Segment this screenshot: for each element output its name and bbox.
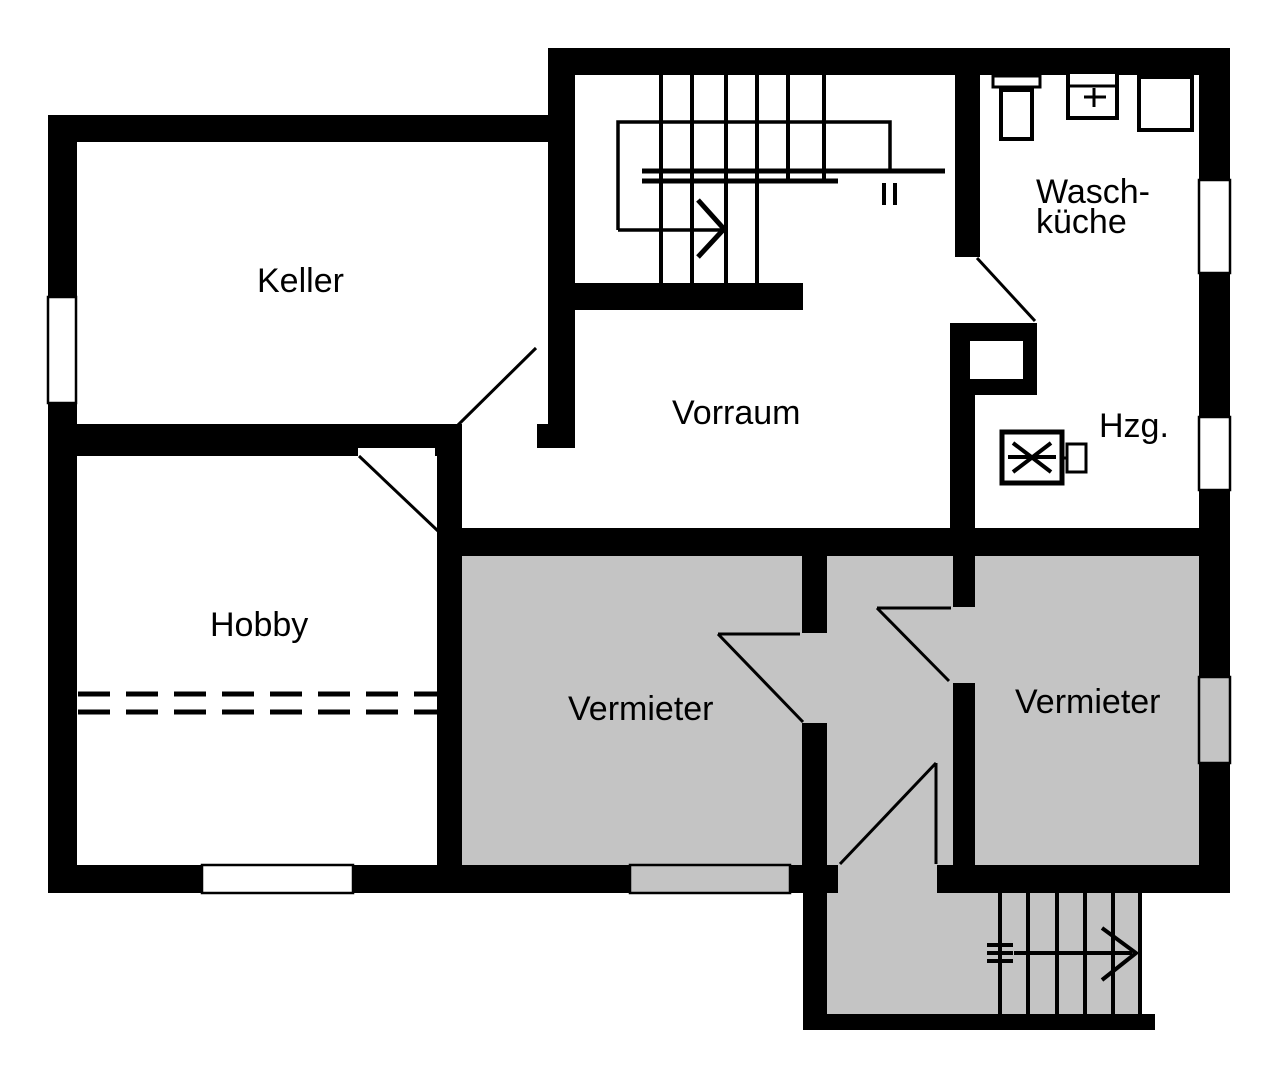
door-swing-icon [838,761,938,866]
wall-segment [802,556,827,633]
wall-segment [48,403,77,865]
stair-railing [616,120,892,230]
room-vermieter-zone [437,528,1230,893]
heater-tank [1065,442,1088,474]
room-label-waschkueche: küche [1036,203,1127,241]
window-icon [628,863,792,895]
room-label-hobby: Hobby [210,606,308,644]
wall-segment [48,424,455,448]
wall-segment [802,723,827,865]
wall-segment [548,48,1230,75]
wall-segment [437,528,1230,556]
wall-segment [937,865,1230,893]
wall-segment [953,556,975,607]
room-label-vermieter-left: Vermieter [568,690,714,728]
wall-segment [955,75,980,257]
window-icon [1197,675,1232,765]
room-label-vorraum: Vorraum [672,394,801,432]
wall-segment [48,448,358,456]
staircase-icon [616,75,945,283]
wall-segment [548,283,803,310]
wall-segment [803,1014,1155,1030]
wall-segment [790,865,838,893]
chimney-flue [970,341,1023,379]
sink-icon [999,88,1034,141]
room-label-keller: Keller [257,262,344,300]
heater-icon [999,429,1088,486]
room-label-vermieter-right: Vermieter [1015,683,1161,721]
window-icon [46,295,78,405]
door-swing-icon [716,632,805,724]
wall-segment [537,424,575,448]
direction-arrow-icon [696,198,728,259]
door-swing-icon [975,256,1037,323]
dashed-partition-lines [78,691,437,715]
door-swing-icon [357,454,440,533]
rented-area-fills [437,528,1230,1014]
room-label-hzg: Hzg. [1099,407,1169,445]
wall-segment [48,865,202,893]
staircase-icon [987,893,1142,1014]
wall-segment [803,893,827,1030]
room-labels: Keller Vorraum Wasch- küche Hzg. Vermiet… [210,173,1169,728]
direction-arrow-icon [1100,926,1140,982]
wall-segment [953,683,975,865]
wall-segment [1199,75,1230,180]
wall-segment [48,115,575,142]
wall-segment [353,865,630,893]
wall-segment [548,48,575,424]
wall-segment [1199,490,1230,677]
laundry-fixtures [991,70,1194,141]
washing-machine-icon [1137,75,1194,132]
sink-icon [991,74,1042,89]
door-swing-icon [456,346,538,427]
walls [48,48,1230,1030]
room-label-waschkueche: Wasch- [1036,173,1150,211]
wall-segment [1199,273,1230,417]
wall-segment [437,424,462,865]
window-icon [200,863,355,895]
window-icon [1197,178,1232,275]
window-icon [1197,415,1232,492]
doors [357,256,1037,866]
wall-segment [48,142,77,297]
door-swing-icon [875,606,951,683]
windows [46,178,1232,895]
